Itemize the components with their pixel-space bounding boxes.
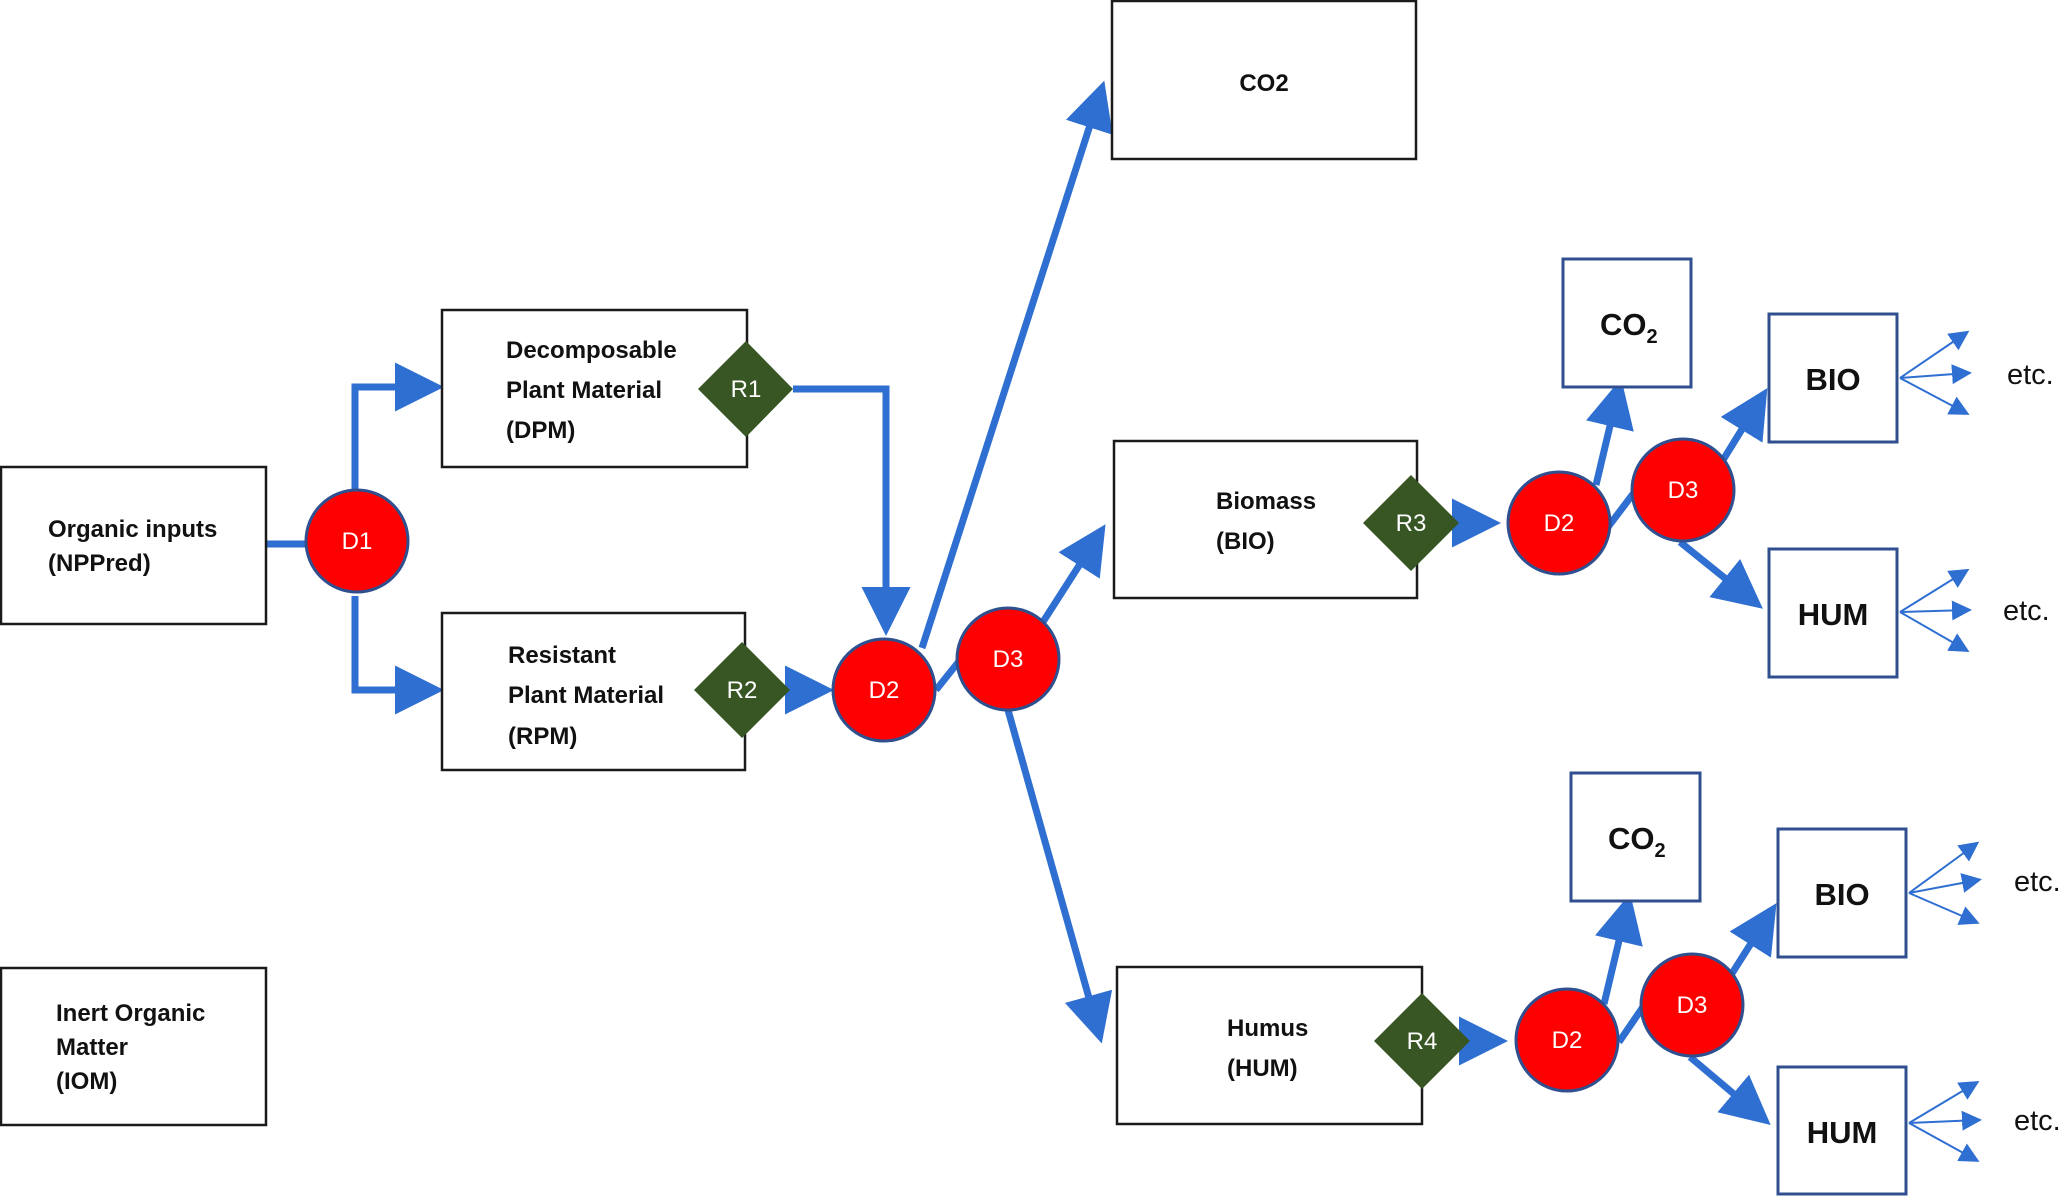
d3-node-humus-branch: D3 — [1639, 952, 1745, 1058]
r2-node: R2 — [694, 642, 790, 738]
organic-inputs-box: Organic inputs (NPPred) — [0, 465, 268, 626]
organic-inputs-label: Organic inputs — [48, 516, 217, 543]
arrow-d1-to-dpm — [351, 362, 444, 490]
etc-label-bio-1: etc. — [2007, 359, 2054, 391]
arrow-d3-to-bio-hum — [1728, 903, 1777, 977]
co2-box-humus-branch: CO2 — [1569, 771, 1702, 903]
co2-sub-label: CO2 — [1600, 307, 1658, 348]
etc-label-hum-1: etc. — [2003, 595, 2050, 627]
rpm-line-3: (RPM) — [508, 723, 577, 750]
svg-text:D3: D3 — [1677, 992, 1708, 1019]
svg-text:D2: D2 — [869, 677, 900, 704]
svg-text:R2: R2 — [727, 677, 758, 704]
r1-node: R1 — [698, 341, 793, 437]
hum-label: HUM — [1798, 597, 1869, 632]
iom-line-2: Matter — [56, 1034, 128, 1061]
svg-text:D3: D3 — [1668, 477, 1699, 504]
rpm-line-2: Plant Material — [508, 682, 664, 709]
iom-box: Inert Organic Matter (IOM) — [0, 966, 268, 1127]
arrow-r1-to-d2 — [793, 385, 911, 636]
svg-text:D3: D3 — [993, 646, 1024, 673]
fan-hum2-down — [1908, 1122, 1980, 1162]
arrow-d1-to-rpm — [351, 596, 444, 715]
iom-line-1: Inert Organic — [56, 1000, 205, 1027]
r3-node: R3 — [1363, 475, 1459, 571]
hum-box-humus-branch: HUM — [1776, 1065, 1908, 1196]
fan-hum1-down — [1899, 611, 1970, 652]
bio-box-biomass-branch: BIO — [1767, 312, 1899, 444]
svg-text:D1: D1 — [342, 528, 373, 555]
dpm-line-2: Plant Material — [506, 377, 662, 404]
co2-top-label: CO2 — [1239, 70, 1288, 97]
fan-hum2-up — [1908, 1080, 1980, 1124]
fan-bio2-mid — [1908, 873, 1982, 894]
fan-bio2-down — [1908, 892, 1980, 925]
svg-text:D2: D2 — [1544, 510, 1575, 537]
d3-node-biomass-branch: D3 — [1630, 437, 1736, 543]
svg-text:R4: R4 — [1407, 1028, 1438, 1055]
iom-line-3: (IOM) — [56, 1068, 117, 1095]
arrow-d3-to-bio-bio — [1720, 388, 1768, 462]
d3-node: D3 — [955, 606, 1061, 712]
co2-box-biomass-branch: CO2 — [1561, 257, 1693, 389]
fan-bio1-up — [1899, 330, 1970, 379]
bio-label: BIO — [1805, 362, 1860, 397]
fan-hum2-mid — [1908, 1110, 1982, 1131]
fan-hum1-up — [1899, 568, 1970, 613]
organic-inputs-sublabel: (NPPred) — [48, 550, 151, 577]
flow-arrows — [266, 80, 1777, 1126]
co2-top-box: CO2 — [1110, 0, 1418, 161]
svg-text:D2: D2 — [1552, 1027, 1583, 1054]
rpm-box: Resistant Plant Material (RPM) — [440, 611, 747, 772]
svg-text:R3: R3 — [1396, 510, 1427, 537]
dpm-line-1: Decomposable — [506, 337, 677, 364]
d2-node-biomass-branch: D2 — [1506, 470, 1612, 576]
arrow-d3-to-hum-bio — [1677, 539, 1763, 609]
arrow-d2-to-co2 — [918, 80, 1113, 650]
hum-box-biomass-branch: HUM — [1767, 547, 1899, 679]
bio-label: BIO — [1814, 877, 1869, 912]
fan-hum1-mid — [1899, 600, 1972, 621]
fanout-arrows — [1899, 330, 1982, 1162]
arrow-d3-to-hum-hum — [1687, 1054, 1771, 1126]
hum-label: HUM — [1807, 1115, 1878, 1150]
etc-label-hum-2: etc. — [2014, 1105, 2061, 1137]
arrow-d2-to-co2-bio — [1586, 378, 1634, 486]
biomass-label: Biomass — [1216, 488, 1316, 515]
fan-bio1-mid — [1899, 364, 1972, 385]
rpm-line-1: Resistant — [508, 642, 616, 669]
d1-node: D1 — [304, 488, 410, 594]
bio-box-humus-branch: BIO — [1776, 827, 1908, 959]
humus-sublabel: (HUM) — [1227, 1055, 1298, 1082]
arrow-d2-to-co2-hum — [1595, 893, 1643, 1005]
fan-bio2-up — [1908, 841, 1980, 894]
d2-node: D2 — [831, 637, 937, 743]
etc-label-bio-2: etc. — [2014, 866, 2061, 898]
humus-label: Humus — [1227, 1015, 1308, 1042]
r4-node: R4 — [1374, 993, 1470, 1089]
fan-bio1-down — [1899, 377, 1970, 415]
svg-text:R1: R1 — [731, 376, 762, 403]
d2-node-humus-branch: D2 — [1514, 987, 1620, 1093]
humus-box: Humus (HUM) — [1115, 965, 1424, 1126]
biomass-box: Biomass (BIO) — [1112, 439, 1419, 600]
arrow-d3-to-biomass — [1038, 524, 1106, 627]
biomass-sublabel: (BIO) — [1216, 528, 1275, 555]
co2-sub-label: CO2 — [1608, 821, 1666, 862]
dpm-line-3: (DPM) — [506, 417, 575, 444]
arrow-d3-to-humus — [1004, 709, 1113, 1044]
dpm-box: Decomposable Plant Material (DPM) — [440, 308, 749, 469]
